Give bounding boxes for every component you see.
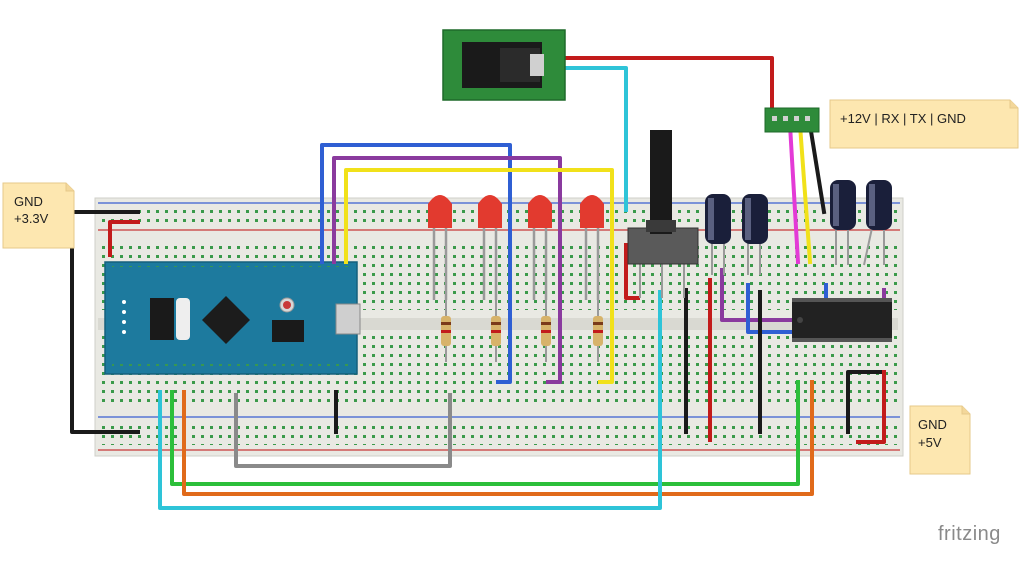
- mcu-chip: [202, 296, 250, 344]
- wire-cyan-bottom: [158, 290, 662, 510]
- wire-gray: [234, 393, 452, 468]
- note-right: GND +5V: [909, 405, 971, 475]
- note-top-text: +12V | RX | TX | GND: [840, 111, 966, 126]
- wire-red-left: [108, 220, 140, 257]
- usb-port: [335, 303, 361, 335]
- capacitors: [705, 180, 892, 275]
- potentiometer: [627, 130, 699, 298]
- ic-chip: [792, 298, 892, 342]
- note-left-line1: GND: [14, 194, 43, 209]
- capacitor-1: [705, 194, 731, 275]
- wire-red-right: [856, 370, 886, 444]
- wire-orange: [182, 380, 814, 496]
- resistor-2: [491, 300, 501, 362]
- led-1: [428, 195, 452, 300]
- wire-magenta: [787, 122, 801, 265]
- capacitor-4: [863, 180, 892, 266]
- wire-red-12v: [558, 56, 774, 112]
- wire-cyan-jack: [558, 66, 628, 212]
- resistor-4: [593, 300, 603, 362]
- resistors: [441, 300, 603, 362]
- wire-purple-top: [332, 156, 562, 384]
- bottom-power-rail: [100, 423, 898, 445]
- led-3: [528, 195, 552, 300]
- note-left: GND +3.3V: [2, 182, 75, 249]
- wire-black-right: [846, 370, 884, 434]
- mcu-board: [104, 261, 361, 375]
- note-right-line2: +5V: [918, 435, 942, 450]
- led-2: [478, 195, 502, 300]
- wires: [70, 56, 886, 510]
- note-top: +12V | RX | TX | GND: [829, 99, 1019, 149]
- dc-power-jack: [442, 29, 566, 101]
- note-left-line2: +3.3V: [14, 211, 49, 226]
- fritzing-watermark: fritzing: [938, 523, 1001, 545]
- serial-connector: [764, 107, 820, 133]
- capacitor-2: [742, 194, 768, 275]
- note-right-line1: GND: [918, 417, 947, 432]
- wire-green: [170, 380, 800, 486]
- wire-yellow-connector: [797, 122, 813, 265]
- leds: [428, 195, 604, 300]
- led-4: [580, 195, 604, 300]
- resistor-3: [541, 300, 551, 362]
- wire-blue-top: [320, 143, 512, 384]
- wire-yellow-top: [344, 168, 614, 384]
- wire-black-left: [70, 210, 140, 434]
- wire-black-connector: [807, 122, 827, 215]
- resistor-1: [441, 300, 451, 362]
- capacitor-3: [830, 180, 856, 265]
- wire-red-pot: [624, 243, 640, 300]
